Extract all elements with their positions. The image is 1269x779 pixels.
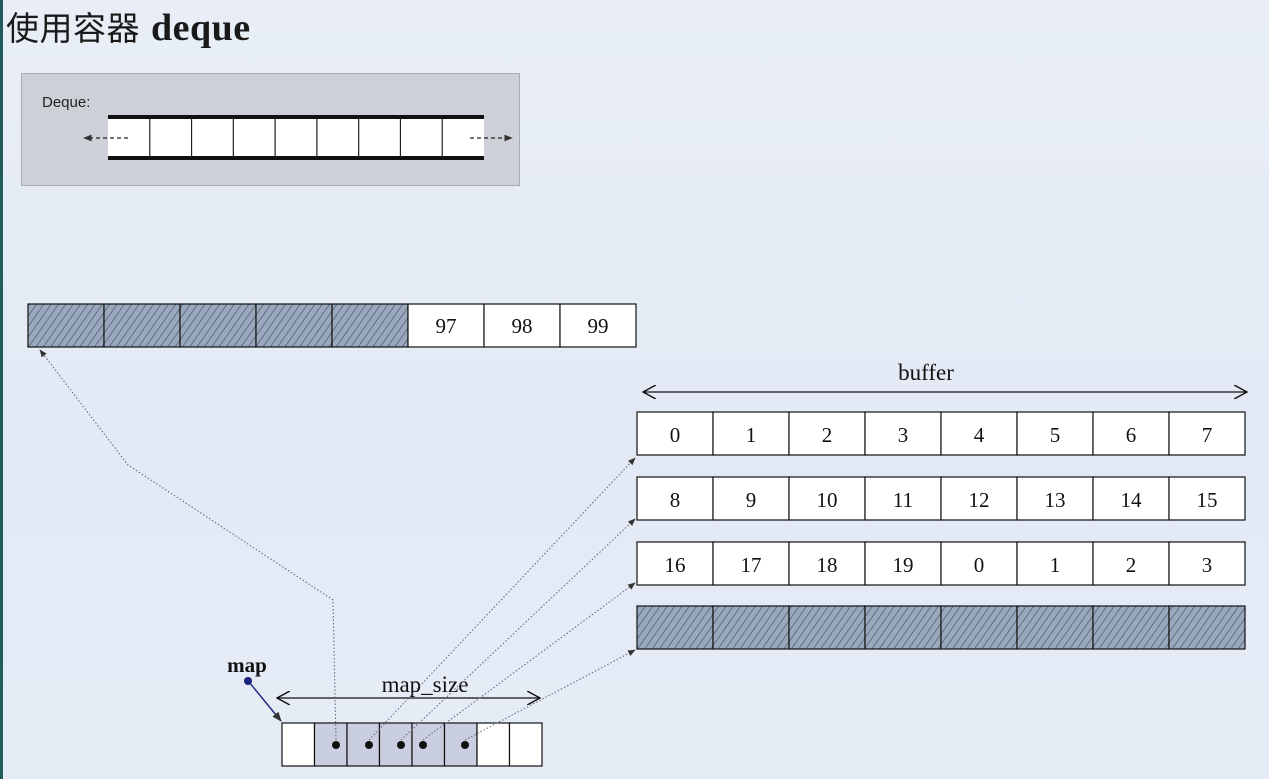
buffer-value: 5 <box>1050 423 1061 447</box>
buffer-value: 1 <box>746 423 757 447</box>
buffer-cell <box>712 541 790 586</box>
buffer-value: 3 <box>1202 553 1213 577</box>
front-buffer-cell <box>559 303 637 348</box>
hatched-cell <box>331 303 409 348</box>
pointer-line-to-buffer-row-2 <box>400 518 636 741</box>
buffer-cell <box>1016 541 1094 586</box>
pointer-lines <box>39 349 636 741</box>
pointer-line-to-buffer-row-1 <box>368 457 636 741</box>
buffer-value: 14 <box>1121 488 1143 512</box>
buffer-value: 2 <box>822 423 833 447</box>
map-cell <box>346 722 381 767</box>
buffer-cell <box>864 476 942 521</box>
buffer-cell <box>636 476 714 521</box>
map-cell <box>443 722 478 767</box>
map-cell <box>281 722 316 767</box>
page-title: 使用容器 deque <box>6 2 251 50</box>
buffer-cell <box>636 411 714 456</box>
buffer-value: 18 <box>817 553 838 577</box>
buffer-hatched-cell <box>1168 605 1246 650</box>
buffer-hatched-cell <box>940 605 1018 650</box>
front-buffer-block: 97 98 99 <box>27 303 637 348</box>
title-prefix: 使用容器 <box>6 9 140 48</box>
map-cell <box>508 722 543 767</box>
front-buffer-value: 97 <box>436 314 457 338</box>
map-array <box>281 722 543 767</box>
buffer-cell <box>788 541 866 586</box>
map-size-label: map_size <box>382 672 469 697</box>
map-cell <box>378 722 413 767</box>
buffer-label: buffer <box>898 360 954 385</box>
buffer-value: 0 <box>670 423 681 447</box>
hatched-cell <box>179 303 257 348</box>
buffer-value: 17 <box>741 553 762 577</box>
buffer-value: 7 <box>1202 423 1213 447</box>
buffer-cell <box>788 476 866 521</box>
buffer-cell <box>1168 541 1246 586</box>
buffer-cell <box>940 476 1018 521</box>
buffer-cell <box>712 476 790 521</box>
buffer-cell <box>1092 411 1170 456</box>
map-pointer-arrow <box>248 681 282 722</box>
map-cell <box>411 722 446 767</box>
buffer-value: 2 <box>1126 553 1137 577</box>
buffer-value: 0 <box>974 553 985 577</box>
buffer-hatched-cell <box>864 605 942 650</box>
left-accent-bar <box>0 0 3 779</box>
buffer-value: 9 <box>746 488 757 512</box>
buffer-value: 3 <box>898 423 909 447</box>
buffer-cell <box>940 541 1018 586</box>
buffer-value: 12 <box>969 488 990 512</box>
map-cell <box>313 722 348 767</box>
map-pointer-bullet <box>461 741 469 749</box>
front-buffer-cell <box>407 303 485 348</box>
buffer-hatched-cell <box>788 605 866 650</box>
buffer-value: 6 <box>1126 423 1137 447</box>
buffer-cell <box>636 541 714 586</box>
hatched-cell <box>103 303 181 348</box>
hatched-cell <box>27 303 105 348</box>
buffer-cell <box>1168 476 1246 521</box>
map-label: map <box>227 653 267 677</box>
buffer-cell <box>940 411 1018 456</box>
buffer-hatched-cell <box>1016 605 1094 650</box>
buffer-hatched-cell <box>712 605 790 650</box>
buffer-cell <box>1092 476 1170 521</box>
pointer-line-to-buffer-row-3 <box>422 582 636 741</box>
inset-label: Deque: <box>42 94 91 111</box>
map-cell <box>476 722 511 767</box>
buffer-cell <box>1016 411 1094 456</box>
front-buffer-value: 98 <box>512 314 533 338</box>
buffer-value: 8 <box>670 488 681 512</box>
buffer-cell <box>864 541 942 586</box>
buffer-value: 13 <box>1045 488 1066 512</box>
buffer-value: 1 <box>1050 553 1061 577</box>
buffer-value: 16 <box>665 553 686 577</box>
buffer-value: 4 <box>974 423 985 447</box>
buffer-value: 10 <box>817 488 838 512</box>
map-pointer-bullet <box>332 741 340 749</box>
front-buffer-value: 99 <box>588 314 609 338</box>
buffer-value: 15 <box>1197 488 1218 512</box>
map-pointer-bullet <box>365 741 373 749</box>
title-name: deque <box>151 7 251 49</box>
inset-cell-strip <box>108 119 484 156</box>
map-pointer-bullet <box>397 741 405 749</box>
buffer-hatched-cell <box>636 605 714 650</box>
pointer-line-to-front-buffer <box>39 349 337 741</box>
hatched-cell <box>255 303 333 348</box>
buffer-value: 19 <box>893 553 914 577</box>
front-buffer-cell <box>483 303 561 348</box>
buffer-hatched-cell <box>1092 605 1170 650</box>
buffer-cell <box>1092 541 1170 586</box>
pointer-line-to-buffer-row-4 <box>464 649 636 741</box>
inset-strip <box>83 115 513 160</box>
buffer-cell <box>864 411 942 456</box>
buffer-cell <box>1168 411 1246 456</box>
buffer-cell <box>712 411 790 456</box>
buffer-value: 11 <box>893 488 913 512</box>
map-pointer-bullet <box>419 741 427 749</box>
